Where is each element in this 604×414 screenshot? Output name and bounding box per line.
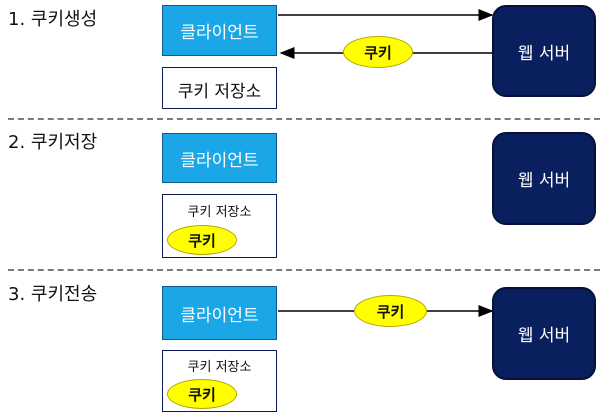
step-3-client-label: 클라이언트 — [180, 305, 259, 326]
step-2-cookie-label: 쿠키 — [188, 231, 216, 250]
step-2-client-box: 클라이언트 — [162, 133, 277, 183]
step-2-title: 2. 쿠키저장 — [8, 132, 98, 153]
divider-2 — [8, 269, 600, 271]
step-1-client-box: 클라이언트 — [162, 5, 277, 56]
step-1-client-label: 클라이언트 — [180, 23, 259, 43]
step-1-title: 1. 쿠키생성 — [8, 9, 98, 30]
step-3-storage-label: 쿠키 저장소 — [187, 360, 252, 375]
step-2-client-label: 클라이언트 — [180, 150, 259, 171]
step-3-title: 3. 쿠키전송 — [8, 284, 98, 305]
step-2-server-label: 웹 서버 — [517, 171, 571, 191]
step-1-server-box: 웹 서버 — [492, 5, 596, 97]
step-1-cookie-label: 쿠키 — [364, 43, 392, 62]
step-3-server-label: 웹 서버 — [517, 326, 571, 346]
step-1-server-label: 웹 서버 — [517, 43, 571, 64]
divider-1 — [8, 118, 600, 120]
step-2-storage-box: 쿠키 저장소 쿠키 — [162, 194, 277, 258]
step-3-stored-cookie-label: 쿠키 — [188, 385, 216, 404]
step-2-stored-cookie: 쿠키 — [167, 225, 237, 255]
step-3-storage-box: 쿠키 저장소 쿠키 — [162, 350, 277, 412]
step-3-server-box: 웹 서버 — [492, 287, 596, 380]
step-1-cookie: 쿠키 — [343, 36, 413, 68]
step-3-sent-cookie: 쿠키 — [354, 295, 427, 327]
step-2-server-box: 웹 서버 — [492, 132, 596, 225]
step-1-storage-box: 쿠키 저장소 — [162, 67, 277, 109]
step-1-storage-label: 쿠키 저장소 — [177, 82, 262, 102]
step-2-storage-label: 쿠키 저장소 — [187, 205, 252, 220]
step-3-client-box: 클라이언트 — [162, 286, 277, 340]
step-3-stored-cookie: 쿠키 — [167, 379, 237, 409]
step-3-sent-cookie-label: 쿠키 — [376, 302, 405, 321]
